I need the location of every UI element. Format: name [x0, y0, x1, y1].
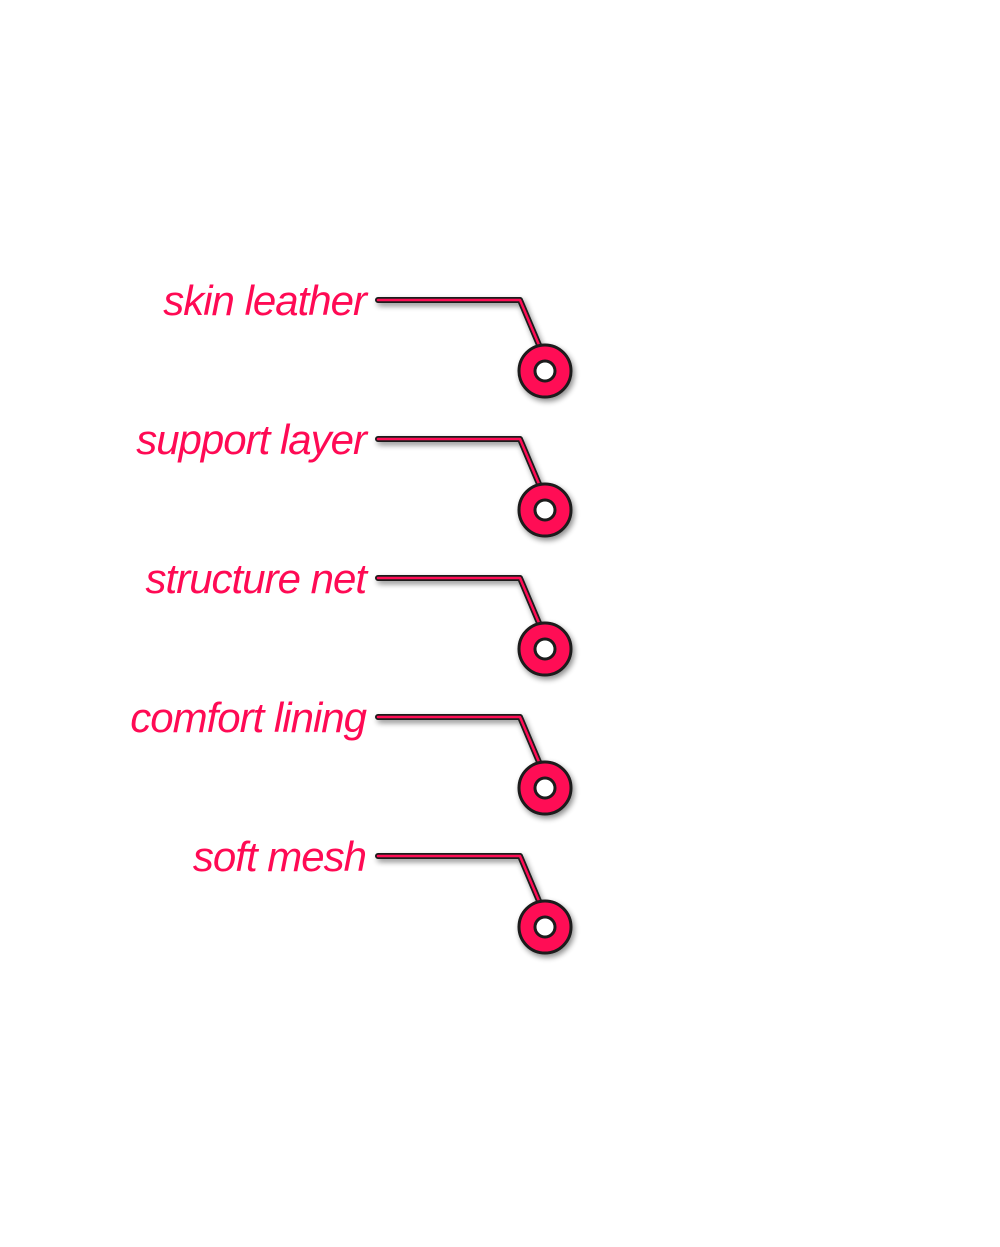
leader-line	[375, 714, 542, 765]
marker-ring	[517, 621, 573, 677]
marker-ring	[517, 343, 573, 399]
callout-soft-mesh: soft mesh	[193, 833, 573, 955]
leader-line	[375, 436, 542, 487]
callout-label: soft mesh	[193, 833, 366, 880]
callout-label: structure net	[146, 555, 370, 602]
marker-ring	[517, 899, 573, 955]
callout-support-layer: support layer	[136, 416, 573, 538]
leader-line	[375, 575, 542, 626]
marker-ring	[517, 482, 573, 538]
callout-label: comfort lining	[130, 694, 366, 741]
leader-line	[375, 853, 542, 904]
callout-structure-net: structure net	[146, 555, 573, 677]
callout-comfort-lining: comfort lining	[130, 694, 573, 816]
marker-ring	[517, 760, 573, 816]
leader-line	[375, 297, 542, 348]
callout-label: support layer	[136, 416, 369, 463]
callout-label: skin leather	[163, 277, 369, 324]
callout-skin-leather: skin leather	[163, 277, 573, 399]
